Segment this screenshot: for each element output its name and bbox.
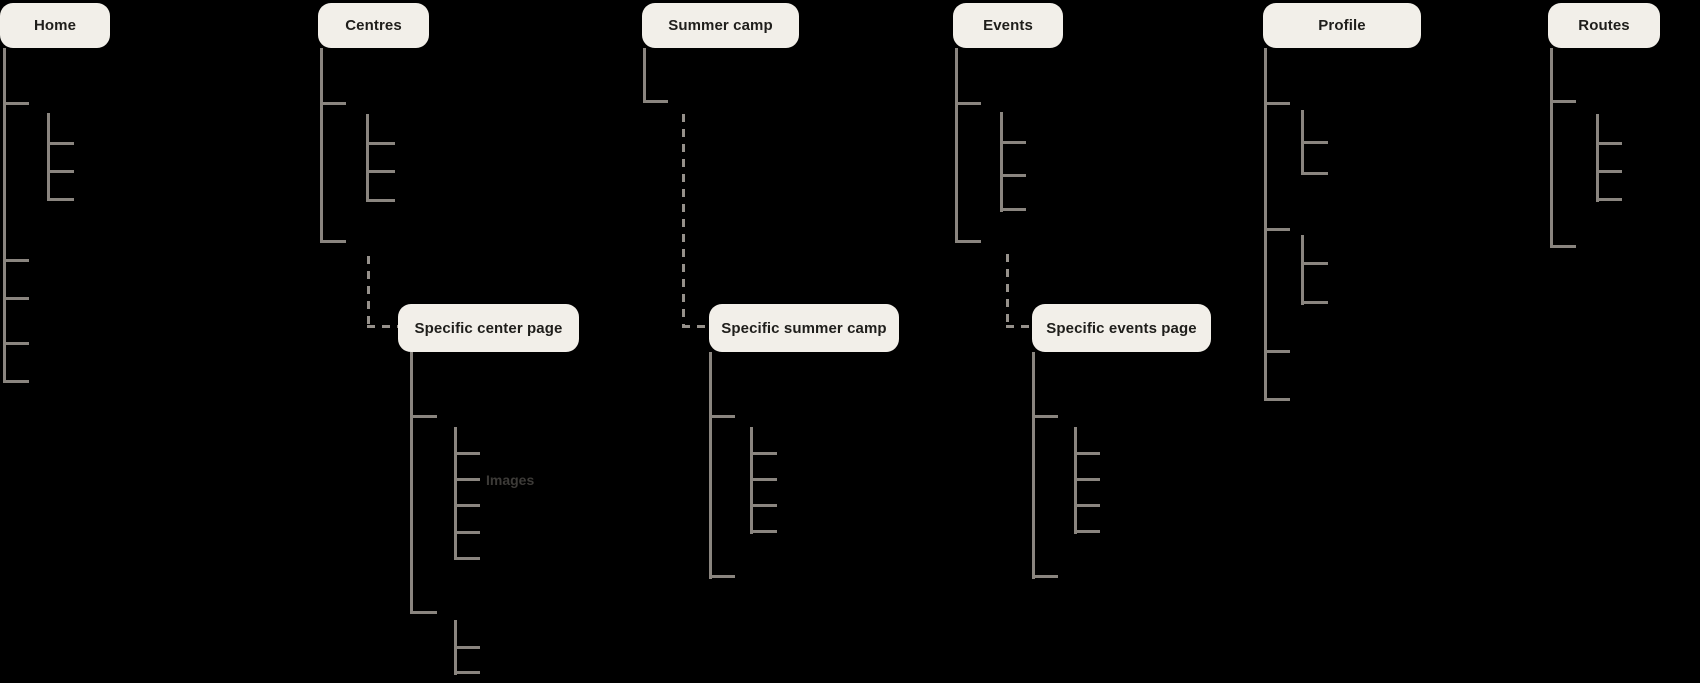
events-grandchild-tick bbox=[1000, 141, 1026, 144]
events-dashed-link-horizontal bbox=[1006, 325, 1032, 328]
specific-center-grandchild-tick bbox=[454, 478, 480, 481]
page-node-label: Events bbox=[983, 17, 1033, 34]
specific-center-grandchild-tick bbox=[454, 504, 480, 507]
profile-grandchild-tick bbox=[1301, 262, 1328, 265]
events-grandchild-tick bbox=[1000, 174, 1026, 177]
events-dashed-link-vertical bbox=[1006, 254, 1009, 327]
specific-events-child-tick bbox=[1032, 575, 1058, 578]
page-node-profile[interactable]: Profile bbox=[1263, 3, 1421, 48]
home-child-tick bbox=[3, 297, 29, 300]
specific-center-child-tick bbox=[410, 415, 437, 418]
events-grandchild-tick bbox=[1000, 208, 1026, 211]
specific-center-grandchild-tick bbox=[454, 557, 480, 560]
page-node-label: Profile bbox=[1318, 17, 1366, 34]
page-node-label: Specific summer camp bbox=[721, 319, 887, 337]
page-node-summer-camp[interactable]: Summer camp bbox=[642, 3, 799, 48]
specific-center-subtree-line bbox=[454, 427, 457, 560]
page-node-events[interactable]: Events bbox=[953, 3, 1063, 48]
page-node-label: Specific center page bbox=[414, 319, 563, 337]
profile-grandchild-tick bbox=[1301, 172, 1328, 175]
page-node-routes[interactable]: Routes bbox=[1548, 3, 1660, 48]
centres-dashed-link-horizontal bbox=[367, 325, 398, 328]
routes-grandchild-tick bbox=[1596, 198, 1622, 201]
routes-grandchild-tick bbox=[1596, 170, 1622, 173]
routes-child-tick bbox=[1550, 245, 1576, 248]
specific-events-child-tick bbox=[1032, 415, 1058, 418]
home-trunk-line bbox=[3, 48, 6, 383]
summer-camp-trunk-line bbox=[643, 48, 646, 103]
centres-grandchild-tick bbox=[366, 170, 395, 173]
home-grandchild-tick bbox=[47, 170, 74, 173]
profile-child-tick bbox=[1264, 398, 1290, 401]
specific-summer-grandchild-tick bbox=[750, 530, 777, 533]
profile-trunk-line bbox=[1264, 48, 1267, 401]
home-grandchild-tick bbox=[47, 198, 74, 201]
home-child-tick bbox=[3, 342, 29, 345]
profile-grandchild-tick bbox=[1301, 301, 1328, 304]
specific-summer-grandchild-tick bbox=[750, 452, 777, 455]
profile-child-tick bbox=[1264, 228, 1290, 231]
specific-events-grandchild-tick bbox=[1074, 478, 1100, 481]
specific-events-grandchild-tick bbox=[1074, 530, 1100, 533]
home-child-tick bbox=[3, 380, 29, 383]
home-child-tick bbox=[3, 259, 29, 262]
page-node-label: Centres bbox=[345, 17, 402, 34]
specific-center-trunk-line bbox=[410, 352, 413, 614]
profile-child-tick bbox=[1264, 102, 1290, 105]
home-child-tick bbox=[3, 102, 29, 105]
specific-summer-child-tick bbox=[709, 415, 735, 418]
events-child-tick bbox=[955, 240, 981, 243]
specific-events-trunk-line bbox=[1032, 352, 1035, 579]
page-node-specific-center-page[interactable]: Specific center page bbox=[398, 304, 579, 352]
centres-subtree-line bbox=[366, 114, 369, 202]
page-node-label: Routes bbox=[1578, 17, 1630, 34]
specific-center-grandchild-tick bbox=[454, 531, 480, 534]
specific-summer-child-tick bbox=[709, 575, 735, 578]
centres-dashed-link-vertical bbox=[367, 256, 370, 327]
specific-center-grandchild-tick bbox=[454, 452, 480, 455]
specific-events-grandchild-tick bbox=[1074, 504, 1100, 507]
home-subtree-line bbox=[47, 113, 50, 201]
specific-summer-trunk-line bbox=[709, 352, 712, 579]
routes-grandchild-tick bbox=[1596, 142, 1622, 145]
specific-center-child-tick bbox=[410, 611, 437, 614]
ghost-page-label: Images bbox=[486, 472, 535, 488]
specific-center-grandchild-tick bbox=[454, 671, 480, 674]
specific-center-grandchild-tick bbox=[454, 646, 480, 649]
page-node-label: Summer camp bbox=[668, 17, 773, 34]
centres-trunk-line bbox=[320, 48, 323, 243]
specific-summer-grandchild-tick bbox=[750, 504, 777, 507]
profile-child-tick bbox=[1264, 350, 1290, 353]
page-node-label: Specific events page bbox=[1046, 319, 1197, 337]
summer-camp-child-tick bbox=[643, 100, 668, 103]
profile-grandchild-tick bbox=[1301, 141, 1328, 144]
specific-summer-grandchild-tick bbox=[750, 478, 777, 481]
page-node-label: Home bbox=[33, 17, 77, 34]
centres-child-tick bbox=[320, 240, 346, 243]
centres-grandchild-tick bbox=[366, 142, 395, 145]
events-subtree-line bbox=[1000, 112, 1003, 212]
routes-trunk-line bbox=[1550, 48, 1553, 248]
profile-subtree2-line bbox=[1301, 235, 1304, 305]
page-node-specific-events-page[interactable]: Specific events page bbox=[1032, 304, 1211, 352]
page-node-home[interactable]: Home bbox=[0, 3, 110, 48]
page-node-centres[interactable]: Centres bbox=[318, 3, 429, 48]
routes-subtree-line bbox=[1596, 114, 1599, 202]
home-grandchild-tick bbox=[47, 142, 74, 145]
centres-child-tick bbox=[320, 102, 346, 105]
events-trunk-line bbox=[955, 48, 958, 243]
specific-events-grandchild-tick bbox=[1074, 452, 1100, 455]
summer-camp-dashed-link-vertical bbox=[682, 114, 685, 327]
routes-child-tick bbox=[1550, 100, 1576, 103]
centres-grandchild-tick bbox=[366, 199, 395, 202]
summer-camp-dashed-link-horizontal bbox=[682, 325, 709, 328]
page-node-specific-summer-camp[interactable]: Specific summer camp bbox=[709, 304, 899, 352]
events-child-tick bbox=[955, 102, 981, 105]
